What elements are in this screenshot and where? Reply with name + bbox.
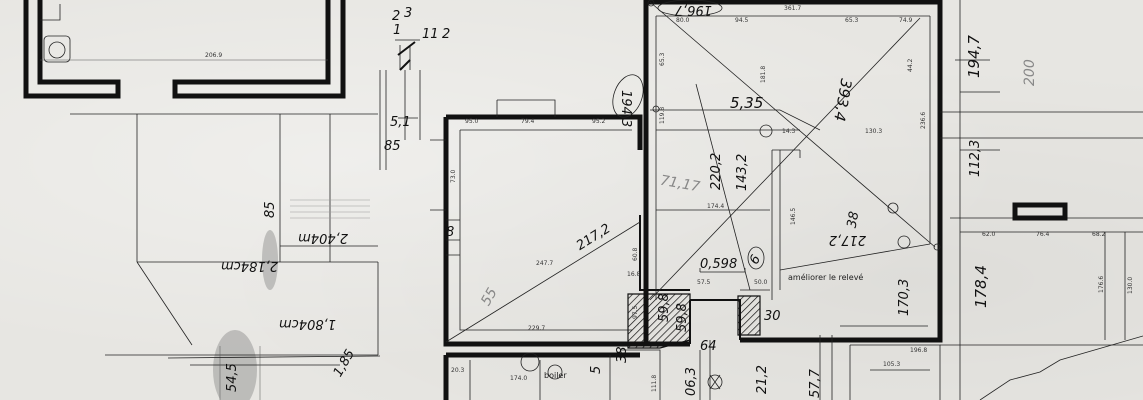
survey-point — [652, 105, 660, 113]
circled-note — [612, 74, 644, 118]
dimension-label: 62.0 — [982, 231, 996, 238]
handwritten-dimension: 59,8 — [657, 293, 672, 322]
handwritten-dimension: 393,4 — [830, 77, 855, 122]
dimension-label: 74.9 — [899, 17, 913, 24]
dimension-line — [699, 268, 746, 273]
handwritten-dimension: 217,2 — [574, 221, 614, 253]
dimension-label: 95.0 — [465, 118, 479, 125]
handwritten-dimension: 1,804cm — [279, 316, 336, 331]
dimension-label: 119.8 — [659, 107, 666, 124]
handwritten-dimension: 2 — [442, 27, 450, 42]
room-top-left — [23, 0, 346, 99]
survey-point — [647, 0, 655, 7]
elevation-left — [70, 113, 381, 400]
handwritten-dimension: 196,7 — [674, 2, 712, 17]
handwritten-dimension: 220,2 — [709, 153, 724, 190]
dimension-label: 16.8 — [627, 271, 641, 278]
room-far-right — [849, 0, 1143, 400]
handwritten-dimension: 194,7 — [965, 35, 983, 78]
dimension-label: 20.3 — [451, 367, 465, 374]
handwritten-dimension: 2,404m — [298, 230, 348, 245]
dimension-label: 130.0 — [1127, 277, 1134, 294]
handwritten-dimension: 38 — [845, 210, 863, 229]
dimension-label: 174.0 — [510, 375, 527, 382]
window-detail — [379, 39, 421, 170]
handwritten-dimension: 3 — [404, 6, 412, 21]
handwritten-dimension: 21,2 — [755, 365, 770, 394]
dimension-label: 236.6 — [920, 112, 927, 129]
dimension-label: 97.5 — [632, 305, 639, 319]
handwritten-dimension: 71,17 — [659, 173, 701, 196]
circled-note — [657, 0, 723, 17]
handwritten-dimension: 2 — [392, 9, 400, 24]
handwritten-dimension: 0,598 — [700, 257, 737, 272]
handwritten-dimension: 64 — [700, 339, 717, 354]
room-main-right — [643, 0, 943, 344]
dimension-label: 76.4 — [1036, 231, 1050, 238]
dimension-label: 14.3 — [782, 128, 796, 135]
handwritten-dimension: 5,35 — [730, 94, 763, 112]
dimension-label: 44.2 — [907, 58, 914, 72]
handwritten-dimension: 194,3 — [618, 90, 633, 127]
dimension-label: 94.5 — [735, 17, 749, 24]
dimension-label: 105.3 — [883, 361, 900, 368]
dimension-label: 68.2 — [1092, 231, 1106, 238]
room-bottom — [443, 335, 833, 400]
dimension-label: 50.0 — [754, 279, 768, 286]
dimension-label: 181.8 — [760, 66, 767, 83]
dimension-label: 60.8 — [632, 247, 639, 261]
handwritten-dimension: 1 — [393, 23, 401, 38]
pencil-smudge — [262, 230, 278, 290]
handwritten-dimension: 1,85 — [331, 347, 358, 380]
dimension-label: 146.5 — [790, 208, 797, 225]
dimension-label: 73.0 — [450, 169, 457, 183]
dimension-label: 111.8 — [651, 375, 658, 392]
handwritten-dimension: 55 — [478, 285, 501, 309]
dimension-label: 229.7 — [528, 325, 545, 332]
dimension-label: 206.9 — [205, 52, 222, 59]
dimension-label: 79.4 — [521, 118, 535, 125]
dimension-label: 95.2 — [592, 118, 606, 125]
survey-marker — [759, 124, 773, 138]
label-boiler: boiler — [544, 371, 567, 380]
handwritten-dimension: 30 — [764, 309, 781, 324]
survey-marker — [887, 202, 899, 214]
dimension-label: 176.6 — [1098, 276, 1105, 293]
handwritten-dimension: 59,8 — [675, 303, 690, 332]
dimension-label: 361.7 — [784, 5, 801, 12]
handwritten-dimension: 5,1 — [390, 115, 411, 130]
handwritten-dimension: 5 — [589, 366, 604, 374]
handwritten-dimension: 11 — [422, 27, 439, 42]
dimension-label: 80.0 — [676, 17, 690, 24]
dimension-label: 65.3 — [845, 17, 859, 24]
dimension-label: 130.3 — [865, 128, 882, 135]
handwritten-dimension: 2,184cm — [221, 258, 278, 273]
handwritten-dimension: 38 — [615, 346, 630, 363]
handwritten-dimension: 8 — [446, 225, 454, 240]
handwritten-dimension: 57,7 — [808, 368, 823, 398]
room-main-left — [430, 99, 691, 349]
circled-note — [747, 246, 765, 270]
survey-marker — [897, 235, 911, 249]
handwritten-dimension: 85 — [263, 201, 278, 218]
handwritten-dimension: 200 — [1022, 59, 1038, 86]
dimension-label: 174.4 — [707, 203, 724, 210]
handwritten-dimension: 06,3 — [684, 367, 699, 396]
dimension-label: 65.3 — [659, 52, 666, 66]
dimension-label: 57.5 — [697, 279, 711, 286]
handwritten-dimension: 54,5 — [225, 363, 240, 392]
note-ameliorer: améliorer le relevé — [788, 272, 863, 282]
handwritten-dimension: 85 — [384, 139, 401, 154]
dimension-label: 247.7 — [536, 260, 553, 267]
handwritten-dimension: 178,4 — [972, 265, 990, 308]
handwritten-dimension: 170,3 — [897, 279, 912, 316]
survey-point — [933, 243, 941, 251]
handwritten-dimension: 217,2 — [829, 232, 866, 247]
handwritten-dimension: 112,3 — [968, 140, 983, 177]
dimension-label: 196.8 — [910, 347, 927, 354]
handwritten-dimension: 143,2 — [735, 154, 750, 191]
